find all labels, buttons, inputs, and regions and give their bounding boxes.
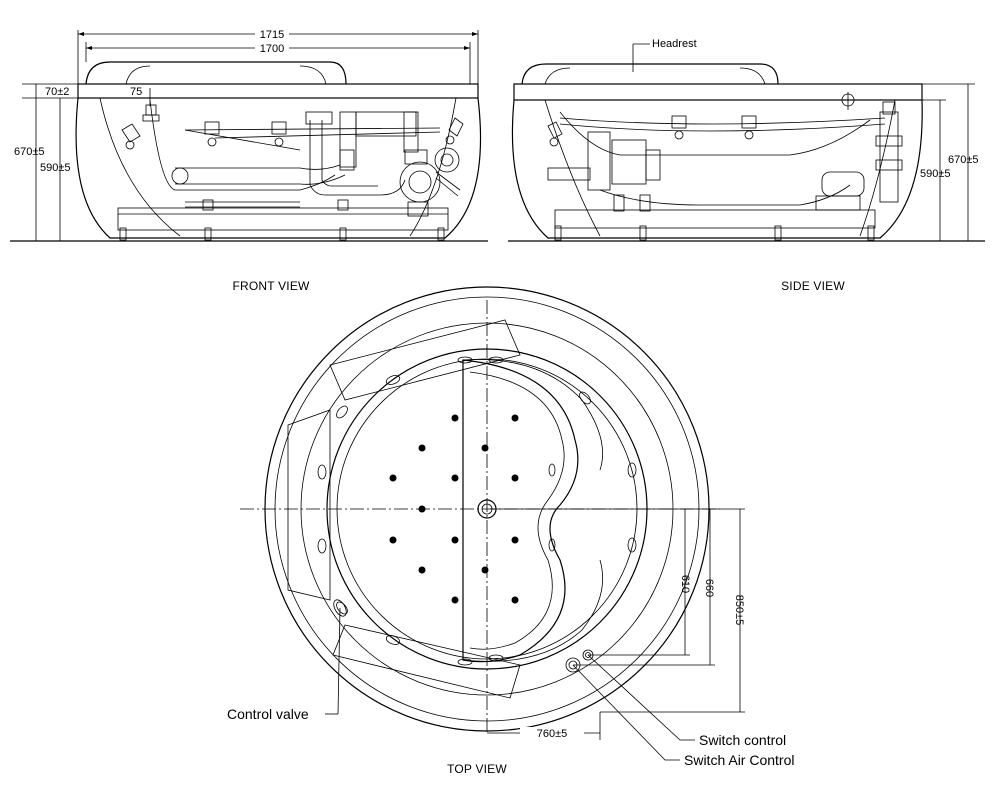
dim-590-side: 590±5 — [920, 168, 951, 180]
side-view: Headrest 670±5 590±5 SIDE VIEW — [508, 38, 985, 293]
front-rim — [77, 83, 479, 99]
top-headrest-pad-3 — [332, 624, 521, 699]
side-view-caption: SIDE VIEW — [781, 279, 845, 293]
side-jets — [547, 92, 855, 147]
front-headrest — [85, 61, 347, 85]
top-side-jets — [317, 356, 637, 666]
control-valve-icon — [333, 599, 347, 617]
top-view-caption: TOP VIEW — [447, 762, 507, 776]
top-headrest-pad-2 — [287, 409, 331, 601]
front-inner-basin — [149, 99, 336, 191]
dim-1715: 1715 — [260, 29, 284, 41]
dim-1700: 1700 — [260, 43, 284, 55]
side-base-frame — [554, 209, 876, 229]
side-riser-pipe — [879, 111, 899, 203]
side-inner-basin — [559, 111, 871, 156]
top-headrest-pad-1 — [329, 319, 521, 401]
top-seat — [462, 359, 579, 663]
front-jets — [121, 104, 464, 150]
front-legs — [119, 199, 445, 241]
dim-670-front: 670±5 — [14, 146, 45, 158]
side-legs — [554, 194, 875, 241]
side-headrest — [521, 63, 779, 85]
switch-control-label: Switch control — [699, 732, 786, 748]
side-rim — [513, 83, 923, 101]
front-pump-motor — [399, 161, 441, 203]
front-view-caption: FRONT VIEW — [232, 279, 310, 293]
front-shell — [75, 97, 482, 239]
dim-590-front: 590±5 — [40, 162, 71, 174]
top-view: Control valve Switch control Switch Air … — [227, 286, 794, 776]
dim-760: 760±5 — [537, 728, 568, 740]
top-air-nozzles — [389, 414, 519, 604]
control-valve-label: Control valve — [227, 706, 309, 722]
headrest-label: Headrest — [652, 38, 697, 50]
switch-air-control-label: Switch Air Control — [684, 752, 794, 768]
dim-850: 850±5 — [733, 595, 745, 626]
side-pump — [587, 131, 611, 191]
dim-70: 70±2 — [45, 86, 69, 98]
dim-660: 660 — [703, 579, 715, 597]
front-pump-pipe — [309, 120, 406, 196]
side-shell — [511, 99, 923, 239]
dim-670-side: 670±5 — [948, 154, 979, 166]
dim-610: 610 — [679, 575, 691, 593]
front-base-frame — [117, 207, 449, 231]
front-drain-pipe — [175, 164, 341, 170]
front-view: 1715 1700 70±2 75 670±5 590±5 FRONT VIEW — [10, 27, 488, 293]
dim-75: 75 — [130, 86, 142, 98]
